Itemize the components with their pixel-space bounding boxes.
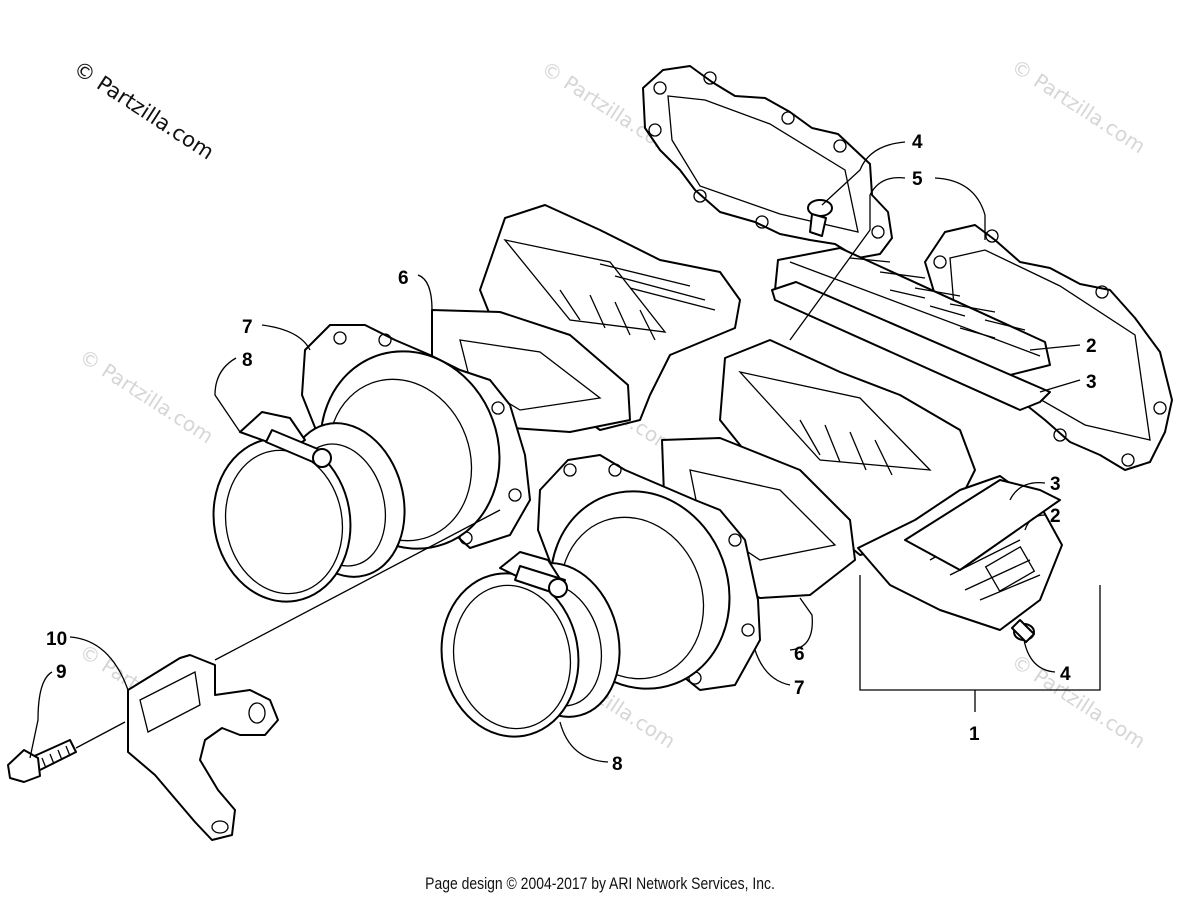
reed-plate-upper — [774, 247, 1051, 381]
leader-5-a — [869, 176, 906, 230]
callout-4-upper: 4 — [912, 132, 923, 153]
clamp-lower — [440, 551, 580, 738]
bolt-upper — [807, 199, 833, 237]
callout-9: 9 — [56, 662, 67, 683]
callout-6-lower: 6 — [794, 644, 805, 665]
leader-5-b — [934, 177, 986, 240]
footer-copyright: Page design © 2004-2017 by ARI Network S… — [425, 874, 775, 893]
leader-7-lower — [754, 649, 791, 686]
cap-screw — [7, 739, 77, 783]
callout-4-lower: 4 — [1060, 664, 1071, 685]
callout-3-lower: 3 — [1050, 474, 1061, 495]
callout-10: 10 — [46, 629, 67, 650]
watermark-faint: © Partzilla.com — [1007, 54, 1150, 158]
leader-10 — [69, 636, 129, 691]
leader-6-lower — [789, 597, 813, 651]
leader-5-c — [789, 229, 871, 341]
callout-7-upper: 7 — [242, 317, 253, 338]
watermark-faint: © Partzilla.com — [1007, 649, 1150, 753]
callout-2-lower: 2 — [1050, 506, 1061, 527]
callout-3-upper: 3 — [1086, 372, 1097, 393]
callout-5: 5 — [912, 169, 923, 190]
gasket-upper — [642, 65, 893, 259]
leader-4-lower — [1023, 639, 1056, 673]
assembly-bracket-line — [859, 575, 1101, 691]
leader-3-upper — [1039, 379, 1081, 393]
leader-4-upper — [821, 141, 906, 206]
leader-3-lower — [1009, 481, 1046, 501]
watermark-main: © Partzilla.com — [69, 56, 218, 164]
leader-9 — [29, 671, 53, 759]
leader-2-lower — [1024, 514, 1046, 531]
watermark-faint: © Partzilla.com — [75, 344, 218, 448]
reed-stop-lower — [904, 479, 1061, 571]
bracket — [127, 654, 279, 841]
callout-8-lower: 8 — [612, 754, 623, 775]
leader-bracket-boot — [214, 509, 501, 661]
callout-7-lower: 7 — [794, 678, 805, 699]
bolt-lower — [1011, 619, 1035, 643]
intake-boot-upper — [284, 324, 531, 578]
callout-1: 1 — [969, 724, 980, 745]
leader-6-upper — [417, 274, 433, 311]
callout-2-upper: 2 — [1086, 336, 1097, 357]
leader-7-upper — [261, 324, 311, 351]
leader-8-upper — [214, 357, 241, 433]
callout-8-upper: 8 — [242, 350, 253, 371]
reed-stop-upper — [771, 281, 1051, 411]
leader-8-lower — [559, 721, 609, 763]
callout-6-upper: 6 — [398, 268, 409, 289]
clamp-upper — [212, 411, 352, 603]
leader-2-upper — [1029, 344, 1081, 351]
leader-9-bracket — [75, 721, 126, 749]
